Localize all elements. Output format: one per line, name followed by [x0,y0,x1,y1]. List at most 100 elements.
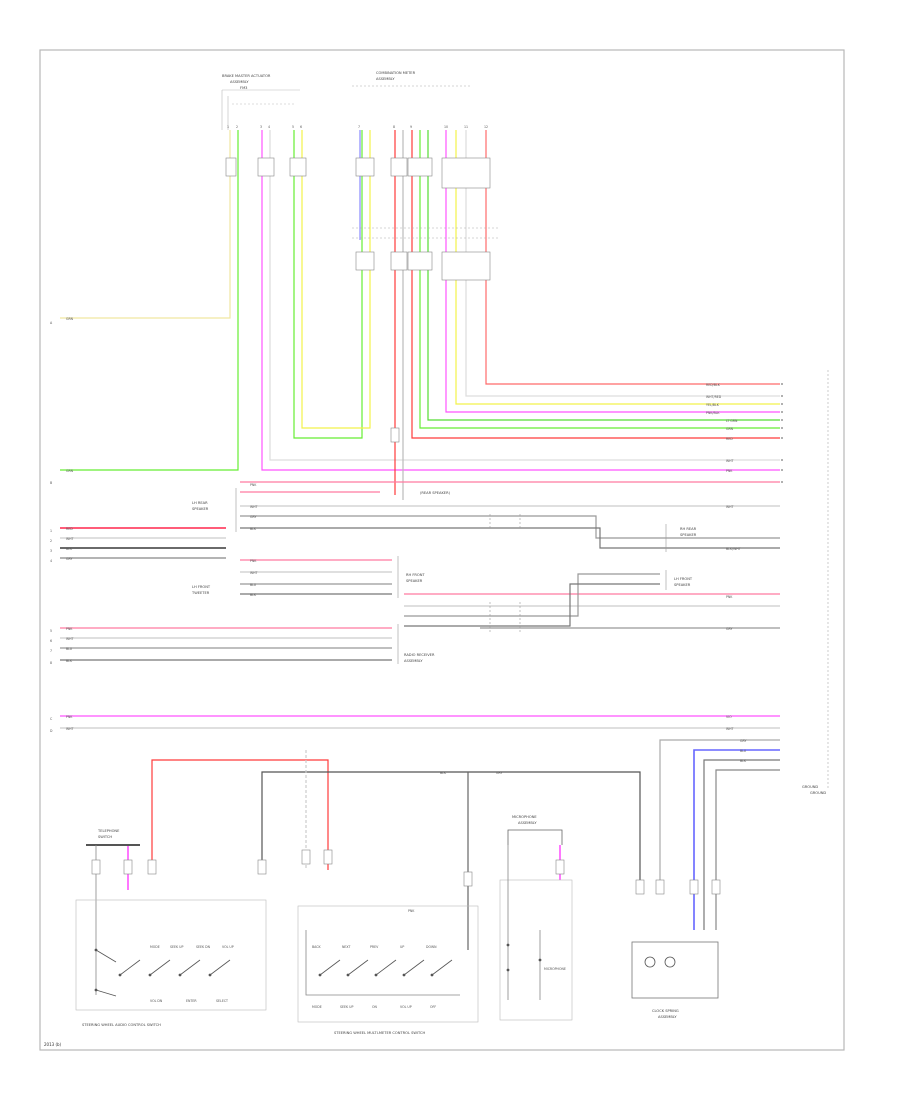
connector-block [390,427,400,443]
wire-label: BLK [250,593,257,597]
microphone-label: MICROPHONE [512,815,537,819]
connector-block [257,157,275,177]
wire-yellow-r [455,130,780,405]
connector-block [407,251,433,271]
switch-label-seek-up: SEEK UP [170,945,183,949]
wire-label: BLK [66,547,73,551]
wire-gray-cs [659,739,780,890]
speaker-labels: LH REAR SPEAKER RH REAR SPEAKER LH FRONT… [50,483,741,733]
pin-label: 11 [464,125,468,129]
pin-label: 12 [484,125,488,129]
bottom-wire-labels: BLK GRY GRY BLU BLK GROUND GROUND [440,739,826,795]
wire-magenta-r [445,130,780,413]
bottom-connectors [91,849,721,895]
wire-white-r [465,130,780,397]
pin-label: 3 [50,549,52,553]
rear-speaker-rh-label-2: SPEAKER [680,533,697,537]
switch-label-up: UP [400,945,404,949]
clock-spring-assembly: CLOCK SPRING ASSEMBLY [631,941,719,1019]
wire-label: GRY [250,515,256,519]
wire-label: PNK [726,595,733,599]
wire-label: GRN [66,469,74,473]
front-tweeter-lh-label-2: TWEETER [191,591,210,595]
wire-label: RED [726,437,733,441]
speaker-connectors [235,488,667,664]
wire-label: GRY [496,771,502,775]
bracket [489,602,521,632]
wire-label: WHT [66,537,74,541]
wire-red-bottom [151,759,329,870]
microphone-label-2: ASSEMBLY [518,821,537,825]
wire-label: PNK [408,909,415,913]
vertical-wires [60,130,780,500]
switch-label-vol-up-2: VOL UP [400,1005,412,1009]
steering-multimeter-switch-label: STEERING WHEEL MULTI-METER CONTROL SWITC… [334,1031,425,1035]
radio-receiver-label: RADIO RECEIVER [404,653,435,657]
connector-block [225,157,237,177]
wire-label: PNK [66,715,73,719]
wire-dark-626r [404,583,660,627]
switch-label-enter: ENTER [186,999,197,1003]
top-pin-labels: 1 2 3 4 5 6 7 8 9 10 11 12 [227,125,488,129]
wire-blue-cs [693,749,780,930]
connector-block [390,251,408,271]
meter-label-2: ASSEMBLY [376,77,395,81]
wire-label: WHT [66,727,74,731]
pin-label: 7 [50,649,52,653]
switch-label-off: OFF [430,1005,436,1009]
bottom-switch-wires [127,739,780,950]
clock-spring-label-2: ASSEMBLY [658,1015,677,1019]
pin-label: 9 [410,125,412,129]
pin-label: 1 [227,125,229,129]
switch-label-back: BACK [312,945,322,949]
connector-block [289,157,307,177]
wire-label: BLU [66,647,73,651]
right-terminals [781,383,783,483]
connector-block [355,251,375,271]
pin-label: 2 [236,125,238,129]
pin-label: 6 [50,639,52,643]
pin-label: 4 [268,125,270,129]
wire-label: BLK [66,659,73,663]
steering-audio-switch-label: STEERING WHEEL AUDIO CONTROL SWITCH [82,1023,161,1027]
wire-red-r2 [485,130,780,385]
multimeter-control-switch: BACK NEXT PREV UP DOWN PNK MODE SEEK UP … [297,905,479,1035]
switch-label-mode-2: MODE [312,1005,322,1009]
brake-actuator-label-3: FM3 [240,86,247,90]
wire-label: PNK [726,469,733,473]
clock-spring-coil [664,956,676,968]
wire-label: GRY [726,627,732,631]
pin-label: C [50,717,53,721]
wire-label: GRY [740,739,746,743]
right-bundle-labels: RED/BLK WHT/RED YEL/BLK PNK/BLK LT GRN G… [50,317,738,485]
front-speaker-lh-label-2: SPEAKER [674,583,691,587]
clock-spring-box [631,941,719,999]
wire-label: WHT [726,459,734,463]
microphone-assembly: MICROPHONE ASSEMBLY MICROPHONE [499,815,573,1021]
wire-label: BLU [250,583,257,587]
connector-block [441,251,491,281]
wire-label: VIO [726,715,732,719]
wire-green-r1 [419,130,780,429]
wire-label: YEL/BLK [706,403,720,407]
pin-label: 10 [444,125,448,129]
pin-label: 5 [50,629,52,633]
switch-label-vol-dn: VOL DN [150,999,163,1003]
wire-label: PNK [66,627,73,631]
switch-label-seek-up-2: SEEK UP [340,1005,353,1009]
connector-block [355,157,375,177]
switch-label-down: DOWN [426,945,437,949]
pin-label: A [50,321,53,325]
telephone-label: TELEPHONE [97,829,120,833]
switch-label-vol-up: VOL UP [222,945,234,949]
switch-label-on: ON [372,1005,378,1009]
wire-yellow-loop [301,130,371,429]
switch-label-select: SELECT [216,999,228,1003]
mic-box [499,879,573,1021]
pin-label: 2 [50,539,52,543]
wire-dark-528 [240,527,780,549]
clock-spring-coil [644,956,656,968]
wire-label: BLK [440,771,447,775]
mic-bracket [507,829,563,845]
pin-label: 6 [300,125,302,129]
